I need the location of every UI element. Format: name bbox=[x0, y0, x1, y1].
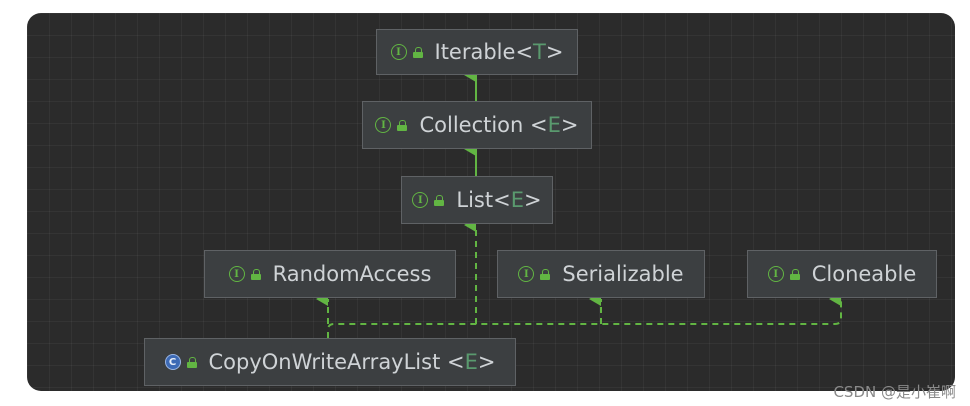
interface-icon: I bbox=[228, 266, 245, 282]
edges-layer bbox=[316, 68, 842, 338]
interface-icon: I bbox=[767, 266, 784, 282]
node-cloneable[interactable]: I Cloneable bbox=[747, 250, 937, 298]
interface-icon: I bbox=[375, 117, 392, 133]
lock-icon bbox=[434, 195, 445, 206]
node-list[interactable]: I List<E> bbox=[401, 176, 553, 224]
node-collection[interactable]: I Collection <E> bbox=[362, 101, 592, 149]
lock-icon bbox=[186, 357, 197, 368]
node-serializable[interactable]: I Serializable bbox=[497, 250, 705, 298]
node-label: RandomAccess bbox=[272, 262, 432, 286]
interface-icon: I bbox=[518, 266, 535, 282]
lock-icon bbox=[412, 47, 423, 58]
node-label: Collection <E> bbox=[419, 113, 579, 137]
class-icon: C bbox=[164, 354, 181, 370]
lock-icon bbox=[397, 120, 408, 131]
interface-icon: I bbox=[412, 192, 429, 208]
node-label: Serializable bbox=[562, 262, 684, 286]
node-label: Iterable<T> bbox=[434, 40, 564, 64]
node-label: List<E> bbox=[456, 188, 542, 212]
node-random-access[interactable]: I RandomAccess bbox=[204, 250, 456, 298]
node-iterable[interactable]: I Iterable<T> bbox=[376, 29, 578, 75]
lock-icon bbox=[540, 269, 551, 280]
interface-icon: I bbox=[390, 44, 407, 60]
node-copy-on-write-array-list[interactable]: C CopyOnWriteArrayList <E> bbox=[144, 338, 516, 386]
lock-icon bbox=[250, 269, 261, 280]
watermark: CSDN @是小崔啊 bbox=[833, 383, 956, 401]
edge-copyonwrite-bus bbox=[327, 292, 842, 338]
diagram-canvas: I Iterable<T> I Collection <E> I List<E>… bbox=[27, 13, 955, 391]
node-label: Cloneable bbox=[811, 262, 917, 286]
node-label: CopyOnWriteArrayList <E> bbox=[208, 350, 496, 374]
lock-icon bbox=[789, 269, 800, 280]
